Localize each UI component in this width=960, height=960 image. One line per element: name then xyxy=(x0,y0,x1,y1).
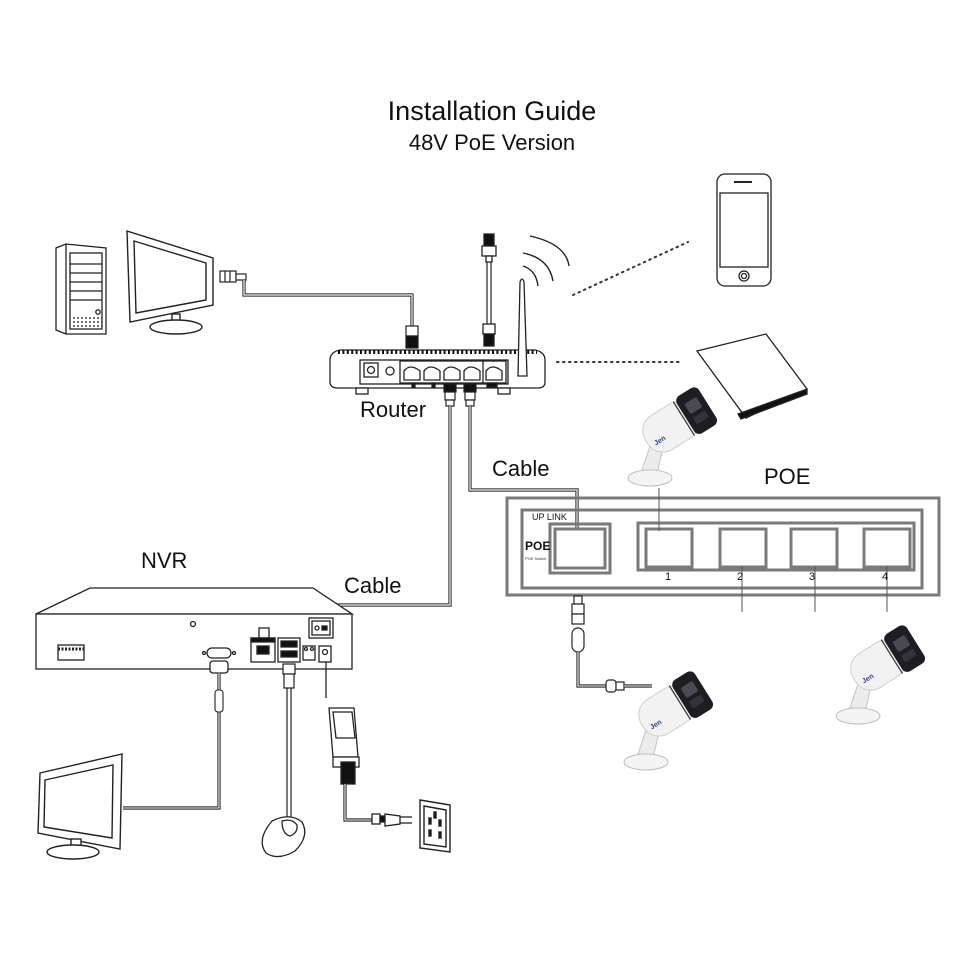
page-subtitle: 48V PoE Version xyxy=(408,130,576,155)
wireless-link-phone xyxy=(572,241,689,296)
rj45-plug-icon xyxy=(443,383,477,407)
poe-port-2 xyxy=(718,527,768,569)
poe-switch-brand: POE xyxy=(525,539,551,553)
poe-label: POE xyxy=(764,464,811,489)
bullet-camera-icon xyxy=(627,384,720,487)
laptop-icon xyxy=(695,333,808,420)
bullet-camera-icon xyxy=(623,668,716,771)
port-label-4: 4 xyxy=(882,571,889,583)
cable-nvr-monitor xyxy=(123,673,221,810)
monitor-icon xyxy=(126,230,214,335)
router-label: Router xyxy=(360,397,427,422)
rj45-plug-icon xyxy=(405,325,419,349)
cable-pc-router xyxy=(242,280,414,328)
page-title: Installation Guide xyxy=(387,96,597,126)
port-label-1: 1 xyxy=(665,571,672,583)
power-adapter-icon xyxy=(325,662,412,827)
desktop-computer-icon xyxy=(55,243,107,335)
mouse-cable xyxy=(282,663,296,818)
router-icon xyxy=(329,233,546,395)
wall-outlet-icon xyxy=(419,799,451,853)
poe-switch xyxy=(505,496,941,597)
port-label-2: 2 xyxy=(737,571,744,583)
cable-label-router-poe: Cable xyxy=(492,456,550,481)
monitor-icon xyxy=(37,753,123,860)
mouse-icon xyxy=(261,816,306,858)
port-label-3: 3 xyxy=(809,571,816,583)
uplink-port xyxy=(548,522,612,575)
nvr-label: NVR xyxy=(141,548,188,573)
poe-camera-cable xyxy=(571,595,652,693)
bullet-camera-icon xyxy=(835,622,928,725)
nvr-recorder-icon xyxy=(35,587,355,674)
poe-switch-sub: POE Switch xyxy=(525,556,547,561)
network-plug-icon xyxy=(219,270,247,283)
uplink-label: UP LINK xyxy=(532,512,567,522)
poe-port-3 xyxy=(789,527,839,569)
poe-port-4 xyxy=(862,527,912,569)
cable-label-router-nvr: Cable xyxy=(344,573,402,598)
smartphone-icon xyxy=(716,173,772,287)
wifi-signal-icon xyxy=(522,235,570,287)
poe-port-1 xyxy=(644,527,694,569)
